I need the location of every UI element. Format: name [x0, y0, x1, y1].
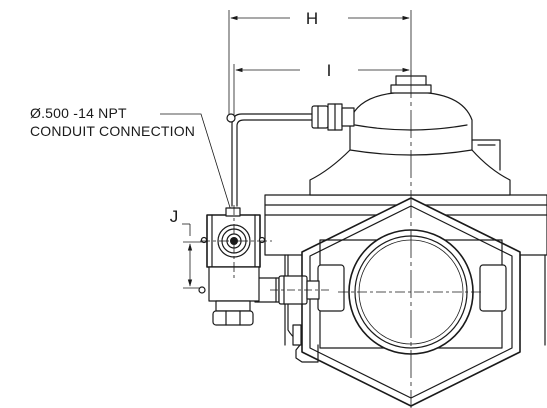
sensing-tube	[226, 103, 355, 207]
dimension-j-label: J	[170, 207, 179, 226]
center-lines	[200, 70, 484, 408]
dimension-i: I	[233, 61, 410, 118]
limit-switch	[198, 207, 266, 326]
bonnet	[309, 75, 511, 196]
callout-line-2: CONDUIT CONNECTION	[30, 123, 195, 139]
dimension-h: H	[228, 9, 412, 120]
callout-line-1: Ø.500 -14 NPT	[30, 105, 127, 121]
callout-leader	[160, 113, 233, 215]
dimension-h-label: H	[306, 9, 318, 28]
dimension-i-label: I	[327, 61, 332, 80]
